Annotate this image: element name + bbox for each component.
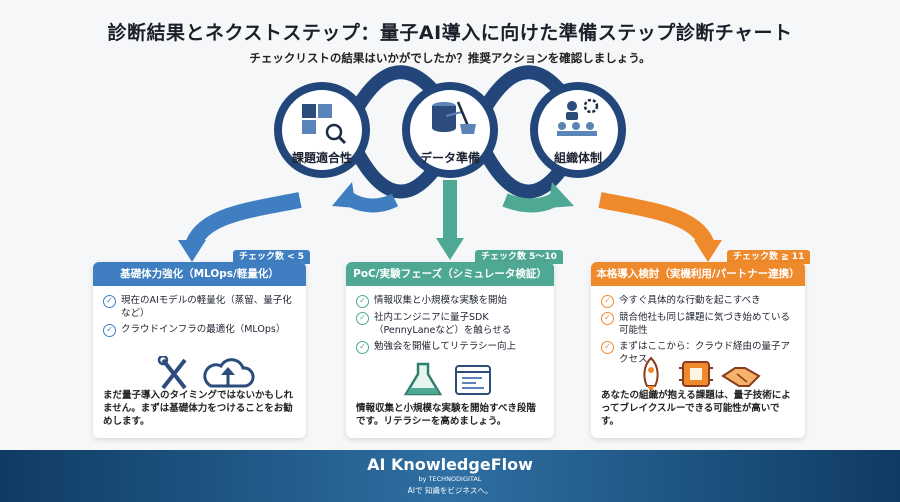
check-icon: ✓ <box>601 295 614 308</box>
badge-card-2: チェック数 5〜10 <box>475 250 563 264</box>
item-text: クラウドインフラの最適化（MLOps） <box>121 324 286 335</box>
check-icon: ✓ <box>356 341 369 354</box>
cloud-upload-icon <box>203 358 255 388</box>
card-summary: あなたの組織が抱える課題は、量子技術によってブレイクスルーできる可能性が高いです… <box>601 390 791 427</box>
list-item: ✓ 現在のAIモデルの軽量化（蒸留、量子化など） <box>103 294 296 320</box>
check-icon: ✓ <box>601 312 614 325</box>
card-icons <box>403 362 491 396</box>
flask-icon <box>403 362 443 396</box>
footer-tagline: AIで 知識をビジネスへ。 <box>407 486 493 495</box>
card-poc: PoC/実験フェーズ（シミュレータ検証） ✓ 情報収集と小規模な実験を開始 ✓ 社内… <box>346 262 554 438</box>
card-title: 基礎体力強化（MLOps/軽量化） <box>93 262 306 286</box>
footer-by: by TECHNODIGITAL <box>418 475 482 483</box>
branch-arrow-blue <box>184 192 302 251</box>
card-icons <box>643 356 761 392</box>
flow-diagram: 課題適合性 データ準備 組織体制 <box>178 65 722 262</box>
node-organization: 組織体制 <box>530 82 626 178</box>
puzzle-search-icon <box>302 104 347 145</box>
item-text: 現在のAIモデルの軽量化（蒸留、量子化など） <box>121 295 292 319</box>
node-label: 課題適合性 <box>292 150 352 165</box>
card-foundation: 基礎体力強化（MLOps/軽量化） ✓ 現在のAIモデルの軽量化（蒸留、量子化など… <box>93 262 306 438</box>
list-item: ✓ まずはここから：クラウド経由の量子アクセス <box>601 340 795 366</box>
list-item: ✓ クラウドインフラの最適化（MLOps） <box>103 323 296 337</box>
check-icon: ✓ <box>103 295 116 308</box>
footer-banner: AI KnowledgeFlow by TECHNODIGITAL AIで 知識… <box>0 450 900 502</box>
chip-icon <box>679 361 713 387</box>
list-item: ✓ 情報収集と小規模な実験を開始 <box>356 294 544 308</box>
card-title: 本格導入検討（実機利用/パートナー連携） <box>591 262 805 286</box>
branch-arrowhead-green <box>436 238 464 260</box>
branch-arrowhead-blue-2 <box>332 182 356 208</box>
check-icon: ✓ <box>601 341 614 354</box>
page-title: 診断結果とネクストステップ：量子AI導入に向けた準備ステップ診断チャート <box>107 22 793 44</box>
check-icon: ✓ <box>356 312 369 325</box>
item-text: 社内エンジニアに量子SDK（PennyLaneなど）を触らせる <box>374 312 512 336</box>
branch-arrow-green <box>443 180 457 242</box>
item-text: 競合他社も同じ課題に気づき始めている可能性 <box>619 312 791 336</box>
item-text: 今すぐ具体的な行動を起こすべき <box>619 295 761 306</box>
branch-arrowhead-orange <box>694 240 722 262</box>
branch-arrowhead-green-2 <box>548 182 574 208</box>
card-icons <box>157 356 255 390</box>
list-item: ✓ 競合他社も同じ課題に気づき始めている可能性 <box>601 311 795 337</box>
node-issue-fit: 課題適合性 <box>274 82 370 178</box>
item-text: 勉強会を開催してリテラシー向上 <box>374 341 517 352</box>
team-gear-icon <box>557 98 599 136</box>
database-broom-icon <box>432 101 476 134</box>
badge-card-1: チェック数 < 5 <box>233 250 311 264</box>
branch-arrowhead-blue <box>178 240 206 262</box>
item-text: 情報収集と小規模な実験を開始 <box>374 295 508 306</box>
tools-icon <box>157 356 187 390</box>
check-icon: ✓ <box>103 324 116 337</box>
list-item: ✓ 今すぐ具体的な行動を起こすべき <box>601 294 795 308</box>
list-item: ✓ 勉強会を開催してリテラシー向上 <box>356 340 544 354</box>
card-summary: 情報収集と小規模な実験を開始すべき段階です。リテラシーを高めましょう。 <box>356 403 536 427</box>
card-full-adoption: 本格導入検討（実機利用/パートナー連携） ✓ 今すぐ具体的な行動を起こすべき ✓ 競… <box>591 262 805 438</box>
card-summary: まだ量子導入のタイミングではないかもしれません。まずは基礎体力をつけることをお勧… <box>103 390 294 427</box>
node-label: 組織体制 <box>554 150 602 165</box>
handshake-icon <box>721 367 761 387</box>
card-title: PoC/実験フェーズ（シミュレータ検証） <box>346 262 554 286</box>
badge-card-3: チェック数 ≧ 11 <box>727 250 811 264</box>
code-window-icon <box>455 365 491 395</box>
check-icon: ✓ <box>356 295 369 308</box>
page-subtitle: チェックリストの結果はいかがでしたか？推奨アクションを確認しましょう。 <box>249 51 651 65</box>
rocket-icon <box>643 356 659 392</box>
node-data-prep: データ準備 <box>402 82 498 178</box>
branch-arrow-orange <box>598 192 716 251</box>
list-item: ✓ 社内エンジニアに量子SDK（PennyLaneなど）を触らせる <box>356 311 544 337</box>
item-text: まずはここから：クラウド経由の量子アクセス <box>619 341 791 365</box>
footer-brand: AI KnowledgeFlow <box>367 455 533 474</box>
node-label: データ準備 <box>420 150 480 165</box>
